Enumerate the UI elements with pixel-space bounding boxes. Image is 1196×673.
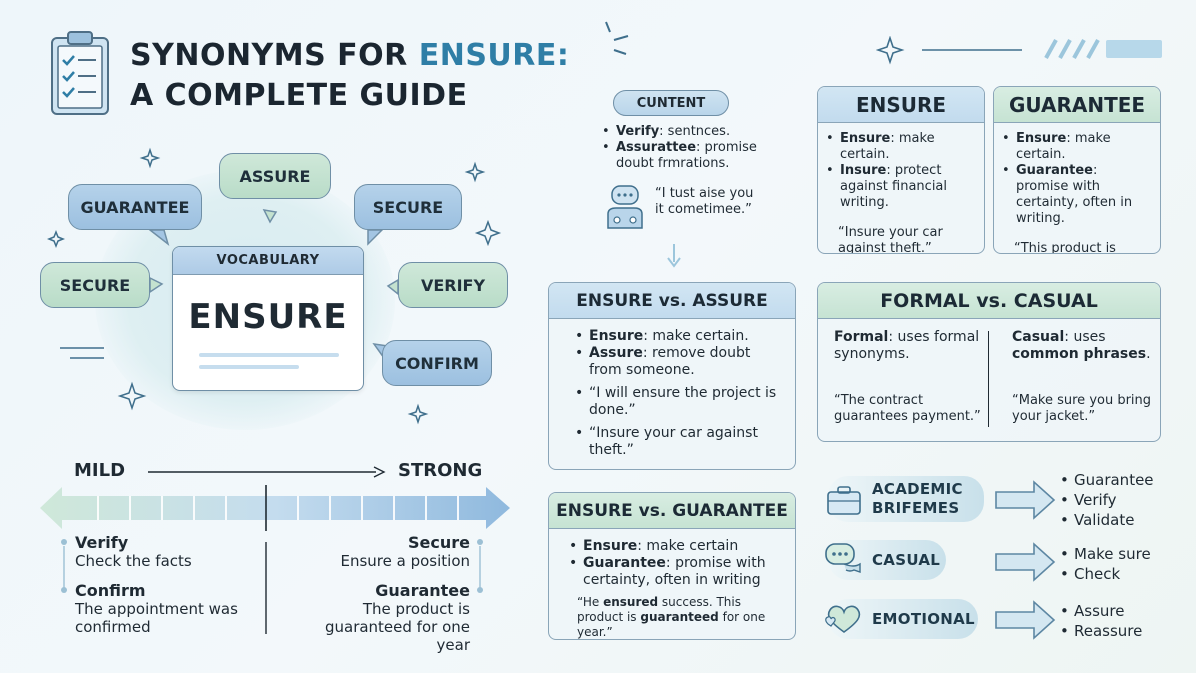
guarantee-card-header: GUARANTEE [994, 87, 1160, 123]
bubble-secure-right: SECURE [354, 184, 462, 230]
clipboard-icon [48, 28, 112, 122]
divider [988, 331, 990, 427]
sparkle-lines-icon [605, 21, 629, 55]
page-title: SYNONYMS FOR ENSURE: A COMPLETE GUIDE [130, 36, 569, 116]
casual-synonyms: Make sure Check [1060, 544, 1151, 584]
list-item: Ensure: make certain. [826, 131, 976, 163]
content-tag: CUNTENT [613, 90, 729, 116]
list-item: Verify: sentnces. [602, 124, 782, 140]
list-item: Guarantee: promise with certainty, often… [569, 555, 787, 589]
title-line1: SYNONYMS FOR [130, 38, 419, 73]
content-quote: “I tust aise you it cometimee.” [655, 186, 754, 217]
scale-item-verify: Verify Check the facts [75, 533, 192, 571]
emotional-synonyms: Assure Reassure [1060, 601, 1142, 641]
list-item: Make sure [1060, 544, 1151, 564]
formal-description: Formal: uses formal synonyms. [834, 329, 980, 362]
vocabulary-header: VOCABULARY [173, 247, 363, 275]
vocabulary-card: VOCABULARY ENSURE [172, 246, 364, 391]
ensure-vs-assure-card: ENSURE vs. ASSURE Ensure: make certain. … [548, 282, 796, 470]
formal-vs-casual-card: FORMAL vs. CASUAL Formal: uses formal sy… [817, 282, 1161, 442]
list-item: Guarantee [1060, 470, 1154, 490]
card-line [199, 353, 339, 357]
list-item: Validate [1060, 510, 1154, 530]
list-item: “I will ensure the project is done.” [575, 385, 785, 419]
category-arrows [995, 480, 1056, 640]
scale-item-confirm: Confirm The appointment was confirmed [75, 581, 238, 637]
academic-synonyms: Guarantee Verify Validate [1060, 470, 1154, 530]
casual-quote: “Make sure you bring your jacket.” [1012, 393, 1152, 424]
heart-icon [825, 605, 861, 633]
guarantee-card: GUARANTEE Ensure: make certain. Guarante… [993, 86, 1161, 254]
bubble-confirm: CONFIRM [382, 340, 492, 386]
ensure-card-header: ENSURE [818, 87, 984, 123]
intensity-scale-bar [40, 485, 510, 531]
chat-icon [825, 543, 861, 573]
list-item: Ensure: make certain [569, 538, 787, 555]
card-line [199, 365, 299, 369]
robot-chat-icon [607, 185, 643, 229]
list-item: Ensure: make certain. [1002, 131, 1152, 163]
formal-quote: “The contract guarantees payment.” [834, 393, 981, 424]
ensure-vs-guarantee-header: ENSURE vs. GUARANTEE [549, 493, 795, 529]
decorative-sparkles [46, 147, 502, 425]
list-item: Ensure: make certain. [575, 328, 785, 345]
ensure-vs-guarantee-card: ENSURE vs. GUARANTEE Ensure: make certai… [548, 492, 796, 640]
guarantee-card-quote: “This product is guaranteed for one year… [1014, 241, 1116, 254]
ensure-vs-guarantee-quote: “He ensured success. This product is gua… [577, 595, 766, 639]
scale-item-guarantee: Guarantee The product is guaranteed for … [324, 581, 470, 655]
scale-markers [61, 539, 483, 634]
list-item: Check [1060, 564, 1151, 584]
list-item: Assurattee: promise doubt frmrations. [602, 140, 782, 172]
list-item: Assure [1060, 601, 1142, 621]
ensure-vs-assure-header: ENSURE vs. ASSURE [549, 283, 795, 319]
scale-strong-label: STRONG [398, 460, 483, 481]
briefcase-icon [827, 486, 861, 515]
list-item: Guarantee: promise with certainty, often… [1002, 163, 1152, 227]
bubble-verify: VERIFY [398, 262, 508, 308]
formal-vs-casual-header: FORMAL vs. CASUAL [818, 283, 1160, 319]
list-item: Assure: remove doubt from someone. [575, 345, 785, 379]
decorative-header-line [876, 36, 1162, 65]
list-item: “Insure your car against theft.” [575, 425, 785, 459]
title-line2: A COMPLETE GUIDE [130, 78, 468, 113]
content-list: Verify: sentnces. Assurattee: promise do… [602, 124, 782, 172]
bubble-guarantee: GUARANTEE [68, 184, 202, 230]
ensure-card: ENSURE Ensure: make certain. Insure: pro… [817, 86, 985, 254]
down-arrow-icon [667, 244, 681, 268]
casual-description: Casual: uses common phrases. [1012, 329, 1151, 362]
scale-mild-label: MILD [74, 460, 126, 481]
list-item: Verify [1060, 490, 1154, 510]
vocabulary-word: ENSURE [188, 297, 348, 337]
list-item: Insure: protect against financial writin… [826, 163, 976, 211]
ensure-card-quote: “Insure your car against theft.” [838, 225, 943, 254]
bubble-secure-left: SECURE [40, 262, 150, 308]
scale-item-secure: Secure Ensure a position [340, 533, 470, 571]
title-highlight: ENSURE: [418, 38, 570, 73]
bubble-assure: ASSURE [219, 153, 331, 199]
list-item: Reassure [1060, 621, 1142, 641]
scale-arrow-line [148, 466, 386, 478]
